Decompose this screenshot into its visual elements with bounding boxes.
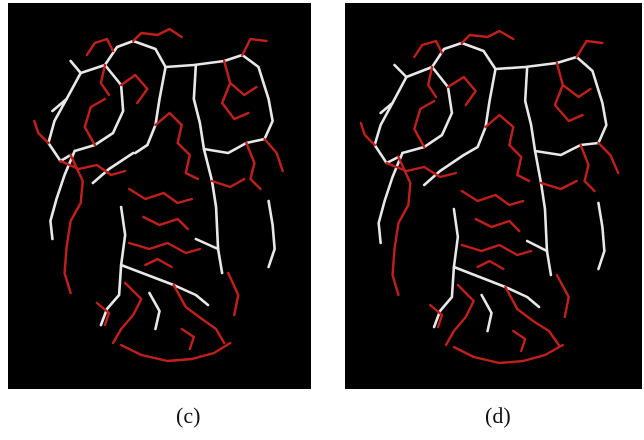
vessel-network-graphic [8,3,311,389]
vessel-image-d [345,3,642,389]
vessel-image-c [8,3,311,389]
caption-d: (d) [485,403,511,429]
vessel-network-graphic [345,3,642,389]
caption-c: (c) [176,403,200,429]
